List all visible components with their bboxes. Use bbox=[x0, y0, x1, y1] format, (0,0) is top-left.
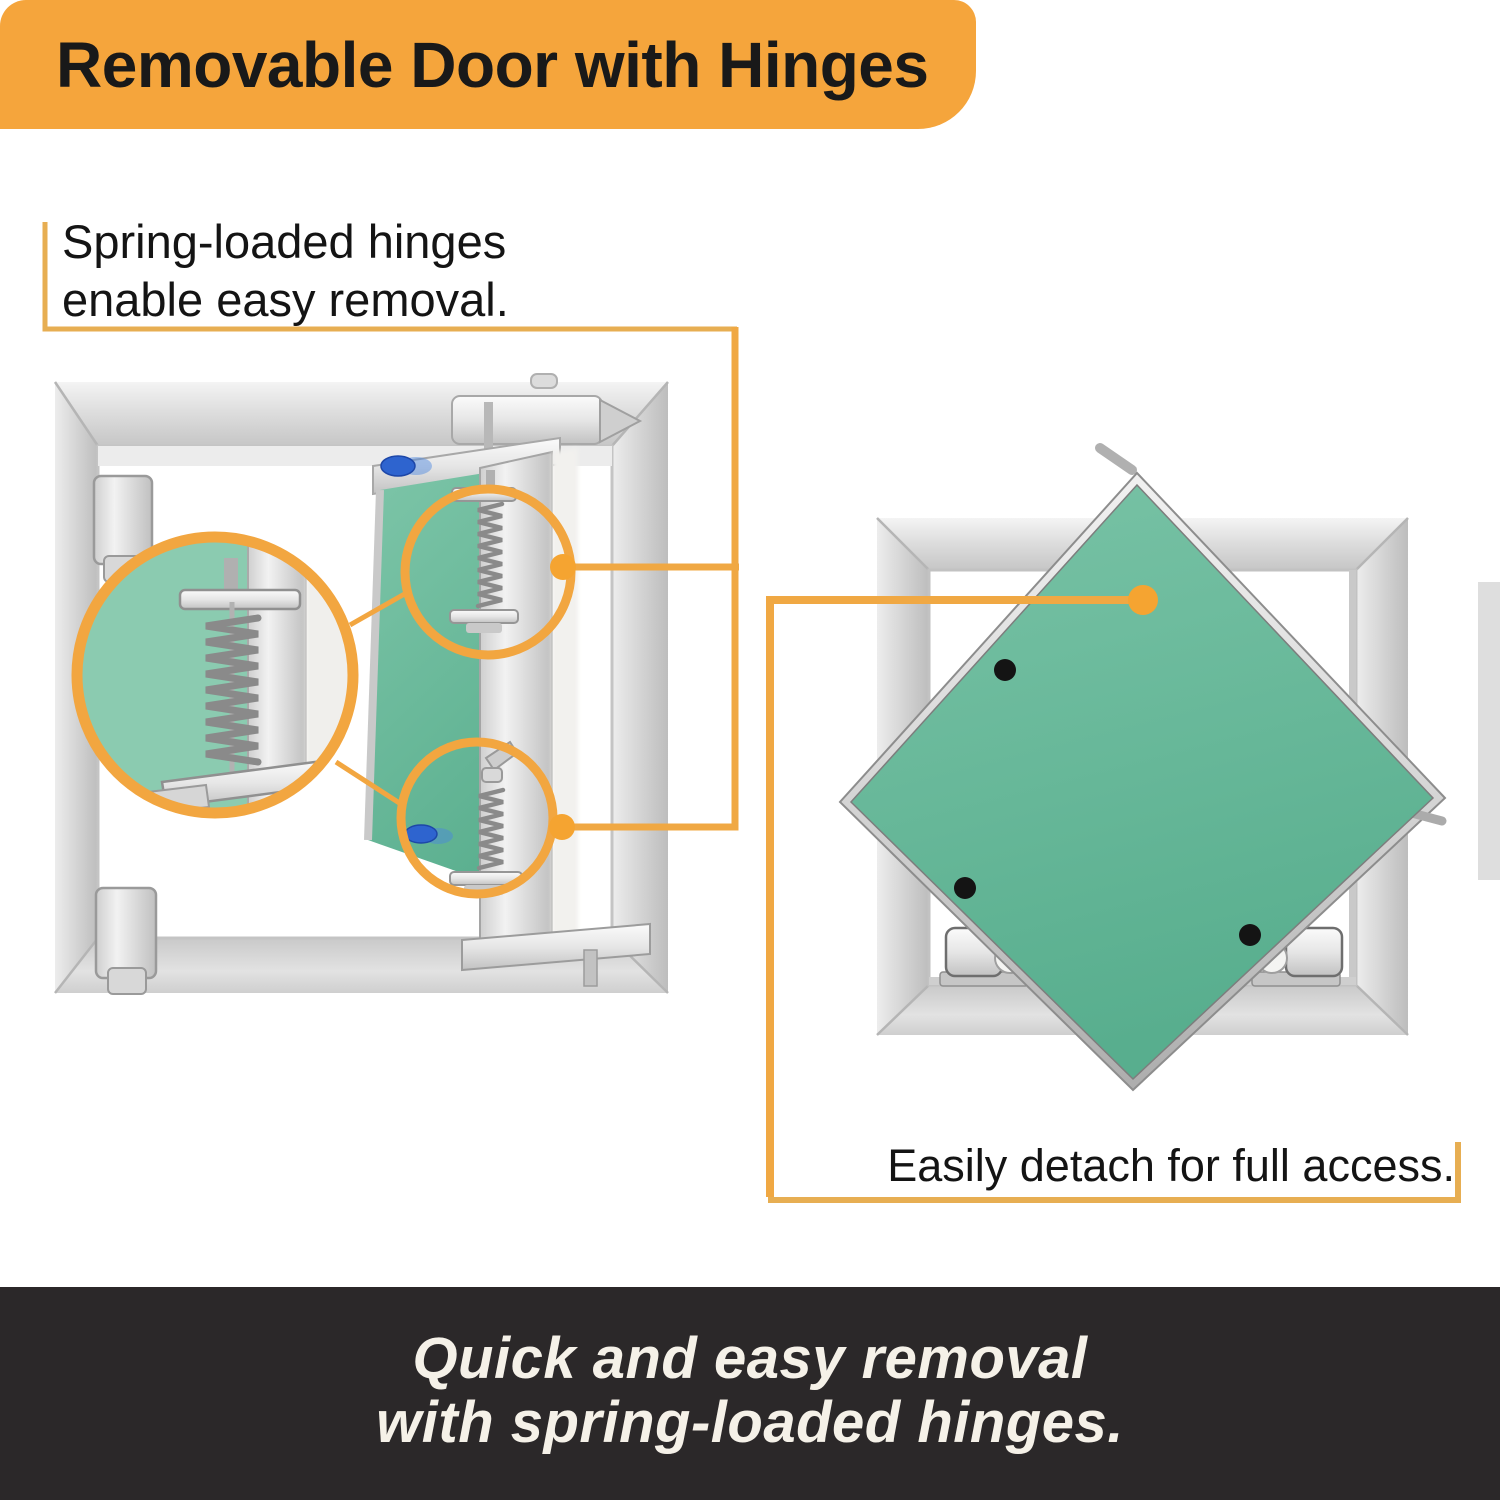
footer-line1: Quick and easy removal bbox=[412, 1326, 1088, 1391]
spring-coil-icon bbox=[205, 614, 262, 766]
magnifier-pointer-line bbox=[348, 589, 410, 628]
callout-right-text: Easily detach for full access. bbox=[887, 1140, 1455, 1191]
callout-left-line2: enable easy removal. bbox=[62, 273, 509, 326]
callout-dot bbox=[550, 554, 576, 580]
screw-icon bbox=[1239, 924, 1261, 946]
callout-line-right bbox=[766, 596, 1143, 1197]
callout-bracket-left bbox=[42, 222, 737, 332]
spring-coil-icon bbox=[475, 501, 505, 609]
callout-bracket-right bbox=[768, 1142, 1461, 1203]
title-banner: Removable Door with Hinges bbox=[0, 0, 976, 129]
mounting-clip-bottom bbox=[94, 886, 158, 995]
magnifier-detail bbox=[71, 531, 359, 819]
edge-strip bbox=[1478, 582, 1500, 880]
footer-band: Quick and easy removal with spring-loade… bbox=[0, 1287, 1500, 1500]
page-title: Removable Door with Hinges bbox=[56, 28, 929, 101]
magnifier-pointer-line bbox=[334, 759, 406, 809]
right-photo-detached-door bbox=[838, 443, 1500, 1092]
callout-left-line1: Spring-loaded hinges bbox=[62, 215, 507, 268]
detached-door-diamond bbox=[838, 443, 1447, 1092]
door-green-panel bbox=[849, 483, 1435, 1081]
screw-icon bbox=[994, 659, 1016, 681]
hinge-pin-icon bbox=[1095, 443, 1137, 475]
left-photo-open-panel bbox=[53, 373, 669, 995]
callout-text-right: Easily detach for full access. bbox=[840, 1140, 1455, 1192]
callout-dot bbox=[549, 814, 575, 840]
spring-coil-icon bbox=[476, 787, 506, 871]
blue-cap-top bbox=[380, 455, 432, 477]
top-hinge-bar bbox=[451, 395, 643, 522]
magnifier-ring bbox=[71, 531, 359, 819]
door-bottom-bracket bbox=[461, 922, 651, 987]
footer-line2: with spring-loaded hinges. bbox=[376, 1390, 1124, 1455]
screw-icon bbox=[954, 877, 976, 899]
callout-text-left: Spring-loaded hinges enable easy removal… bbox=[62, 213, 509, 329]
frame-tab bbox=[530, 373, 558, 389]
callout-line-left bbox=[562, 327, 739, 831]
callout-dot bbox=[1128, 585, 1158, 615]
